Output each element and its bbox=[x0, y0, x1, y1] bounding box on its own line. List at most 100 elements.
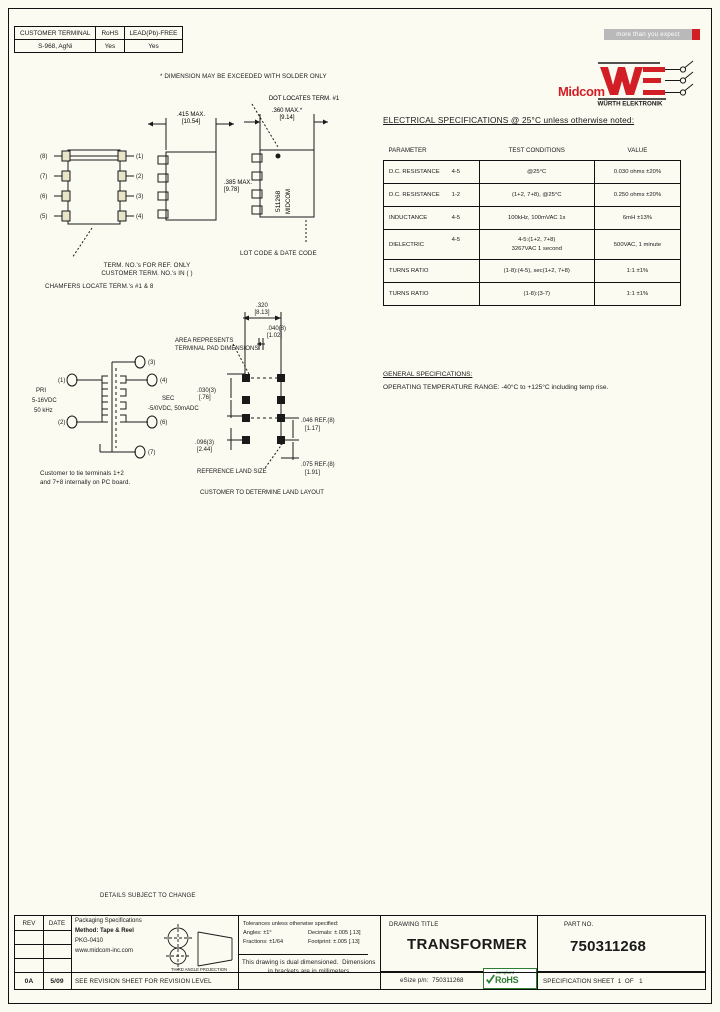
land-rowpitch-value: .096(3) bbox=[195, 440, 214, 446]
schematic-note-line2: and 7+8 internally on PC board. bbox=[40, 479, 131, 486]
revision-description: SEE REVISION SHEET FOR REVISION LEVEL bbox=[75, 978, 212, 985]
schematic-sec-label: SEC bbox=[162, 396, 175, 402]
part-no-value: 750311268 bbox=[570, 937, 647, 955]
pin-label-right-4: (4) bbox=[136, 214, 143, 220]
we-logo-name: WÜRTH ELEKTRONIK bbox=[598, 101, 663, 108]
reference-land-size-note: REFERENCE LAND SIZE bbox=[197, 469, 267, 475]
body-marking-brand: MIDCOM bbox=[286, 189, 292, 214]
term-number-note-line2: CUSTOMER TERM. NO.'s IN ( ) bbox=[101, 270, 193, 277]
land-pad bbox=[277, 396, 285, 404]
rohs-cell-rohs: Yes bbox=[95, 39, 125, 53]
dim-width-metric: [10.54] bbox=[182, 119, 201, 125]
term-number-note-line1: TERM. NO.'s FOR REF. ONLY bbox=[103, 262, 191, 269]
spec-pins: 4-5 bbox=[451, 215, 461, 221]
table-row: S-968, AgNi Yes Yes bbox=[13, 39, 184, 53]
land-pitch-value: .320 bbox=[256, 303, 268, 309]
dim-width-value: .415 MAX. bbox=[177, 112, 205, 118]
date-header: DATE bbox=[48, 920, 66, 927]
top-view-drawing: DOT LOCATES TERM. #1 .360 MAX.* [9.14] .… bbox=[224, 96, 340, 244]
spec-conditions: (1-8):(3-7) bbox=[478, 282, 595, 306]
schematic-pri-frequency: 50 kHz bbox=[34, 408, 53, 414]
land-pad bbox=[242, 436, 250, 444]
land-pad bbox=[277, 374, 285, 382]
packaging-code: PKG-0410 bbox=[75, 938, 104, 944]
spec-conditions: 4-5 100kHz, 100mVAC 1s bbox=[452, 206, 595, 230]
part-number-section: PART NO. 750311268 bbox=[560, 918, 646, 955]
pin-label-left-6: (6) bbox=[40, 194, 47, 200]
spec-pins: 4-5 bbox=[451, 169, 461, 175]
dim-height-value: .385 MAX. bbox=[224, 180, 252, 186]
table-row: TURNS RATIO (1-8):(4-5), sec(1+2, 7+8) 1… bbox=[383, 259, 682, 283]
land-layout-footer: CUSTOMER TO DETERMINE LAND LAYOUT bbox=[200, 490, 324, 496]
schematic-diagram: (1) (2) (4) (6) (3) (7) PRI 5-16VDC 50 k… bbox=[32, 355, 199, 459]
spec-conditions: (1-8):(4-5), sec(1+2, 7+8) bbox=[478, 259, 595, 283]
tagline-banner: more than you expect bbox=[604, 29, 692, 40]
spec-conditions: 4-5 4-5:(1+2, 7+8) 3267VAC 1 second bbox=[452, 229, 595, 260]
land-pad bbox=[277, 436, 285, 444]
packaging-section: Packaging Specifications Method: Tape & … bbox=[73, 918, 238, 989]
spec-parameter: D.C. RESISTANCE bbox=[383, 160, 480, 184]
rohs-header-rohs: RoHS bbox=[95, 26, 125, 40]
spec-parameter: INDUCTANCE bbox=[383, 206, 480, 230]
col-header-conditions: TEST CONDITIONS bbox=[508, 146, 565, 154]
land-pitch-metric: [8.13] bbox=[254, 310, 269, 316]
checkmark-icon bbox=[486, 974, 495, 985]
midcom-wordmark: Midcom bbox=[558, 84, 605, 99]
pin-label-left-8: (8) bbox=[40, 154, 47, 160]
table-row: DIELECTRIC 4-5 4-5:(1+2, 7+8) 3267VAC 1 … bbox=[383, 229, 682, 260]
electrical-spec-title: ELECTRICAL SPECIFICATIONS @ 25°C unless … bbox=[383, 115, 635, 125]
area-represents-note-line2: TERMINAL PAD DIMENSIONS bbox=[175, 346, 258, 352]
rohs-terminal-table: CUSTOMER TERMINAL RoHS LEAD(Pb)-FREE S-9… bbox=[13, 26, 184, 53]
drawing-title-label: DRAWING TITLE bbox=[389, 921, 439, 928]
packaging-method: Method: Tape & Reel bbox=[75, 928, 134, 934]
table-header-row: PARAMETER TEST CONDITIONS VALUE bbox=[384, 140, 681, 161]
land-refb-metric: [1.91] bbox=[305, 470, 320, 476]
land-padw-value: .040(8) bbox=[267, 326, 286, 332]
tolerance-title: Tolerances unless otherwise specified: bbox=[243, 921, 339, 927]
schematic-pin-4: (4) bbox=[160, 378, 167, 384]
rohs-cell-pbfree: Yes bbox=[123, 39, 184, 53]
land-refb-value: .075 REF.(8) bbox=[301, 462, 335, 468]
schematic-pin-6: (6) bbox=[160, 420, 167, 426]
revision-column: REV DATE 0A 5/09 bbox=[15, 916, 71, 989]
table-row: CUSTOMER TERMINAL RoHS LEAD(Pb)-FREE bbox=[13, 26, 184, 40]
front-view-drawing: (8) (7) (6) (5) (1) (2) (3) (4) bbox=[40, 149, 143, 225]
spec-parameter: TURNS RATIO bbox=[383, 282, 480, 306]
specification-sheet-label: SPECIFICATION SHEET 1 OF 1 bbox=[543, 978, 643, 985]
col-header-value: VALUE bbox=[627, 146, 648, 154]
land-pad bbox=[242, 374, 250, 382]
spec-value: 0.250 ohms ±20% bbox=[593, 183, 682, 207]
drawing-border bbox=[8, 8, 712, 1004]
rohs-header-pbfree: LEAD(Pb)-FREE bbox=[123, 26, 184, 40]
spec-conditions-text: (1+2, 7+8), @25°C bbox=[511, 192, 562, 198]
body-marking-part: 511268 bbox=[275, 190, 282, 212]
title-block: REV DATE 0A 5/09 Packaging Specification… bbox=[14, 915, 706, 990]
rohs-logo-main: RoHS bbox=[495, 975, 519, 985]
spec-value: 1:1 ±1% bbox=[593, 259, 682, 283]
tolerance-decimals: Decimals: ±.005 [.13] bbox=[308, 930, 361, 936]
dual-dimension-note-line2: in brackets are in millimeters. bbox=[267, 968, 352, 975]
land-pad bbox=[242, 414, 250, 422]
tolerance-footprint: Footprint: ±.005 [.13] bbox=[308, 939, 360, 945]
pin-label-right-3: (3) bbox=[136, 194, 143, 200]
land-gap-value: .030(3) bbox=[197, 388, 216, 394]
spec-conditions-text: @25°C bbox=[527, 169, 547, 175]
spec-conditions-text: 100kHz, 100mVAC 1s bbox=[507, 215, 566, 221]
spec-conditions: 4-5 @25°C bbox=[452, 160, 595, 184]
tagline-accent-block bbox=[692, 29, 700, 40]
table-row: D.C. RESISTANCE 4-5 @25°C 0.030 ohms ±20… bbox=[383, 160, 682, 184]
side-view-drawing: .415 MAX. [10.54] bbox=[148, 112, 234, 221]
spec-pins: 1-2 bbox=[451, 192, 461, 198]
spec-conditions-line2: 3267VAC 1 second bbox=[511, 245, 562, 252]
wurth-elektronik-logo: WÜRTH ELEKTRONIK bbox=[598, 60, 694, 108]
spec-conditions: 1-2 (1+2, 7+8), @25°C bbox=[452, 183, 595, 207]
packaging-website: www.midcom-inc.com bbox=[75, 948, 134, 954]
rohs-cell-terminal: S-968, AgNi bbox=[13, 39, 97, 53]
land-pattern-drawing: .320 [8.13] .040(8) [1.02] AREA REPRESEN… bbox=[175, 303, 335, 496]
schematic-pin-2: (2) bbox=[58, 420, 65, 426]
dot-locates-note: DOT LOCATES TERM. #1 bbox=[269, 96, 340, 102]
pin-label-right-1: (1) bbox=[136, 154, 143, 160]
drawing-title: TRANSFORMER bbox=[407, 935, 527, 953]
land-pad bbox=[242, 396, 250, 404]
schematic-sec-rating: -5/0VDC, 50mADC bbox=[148, 406, 199, 412]
